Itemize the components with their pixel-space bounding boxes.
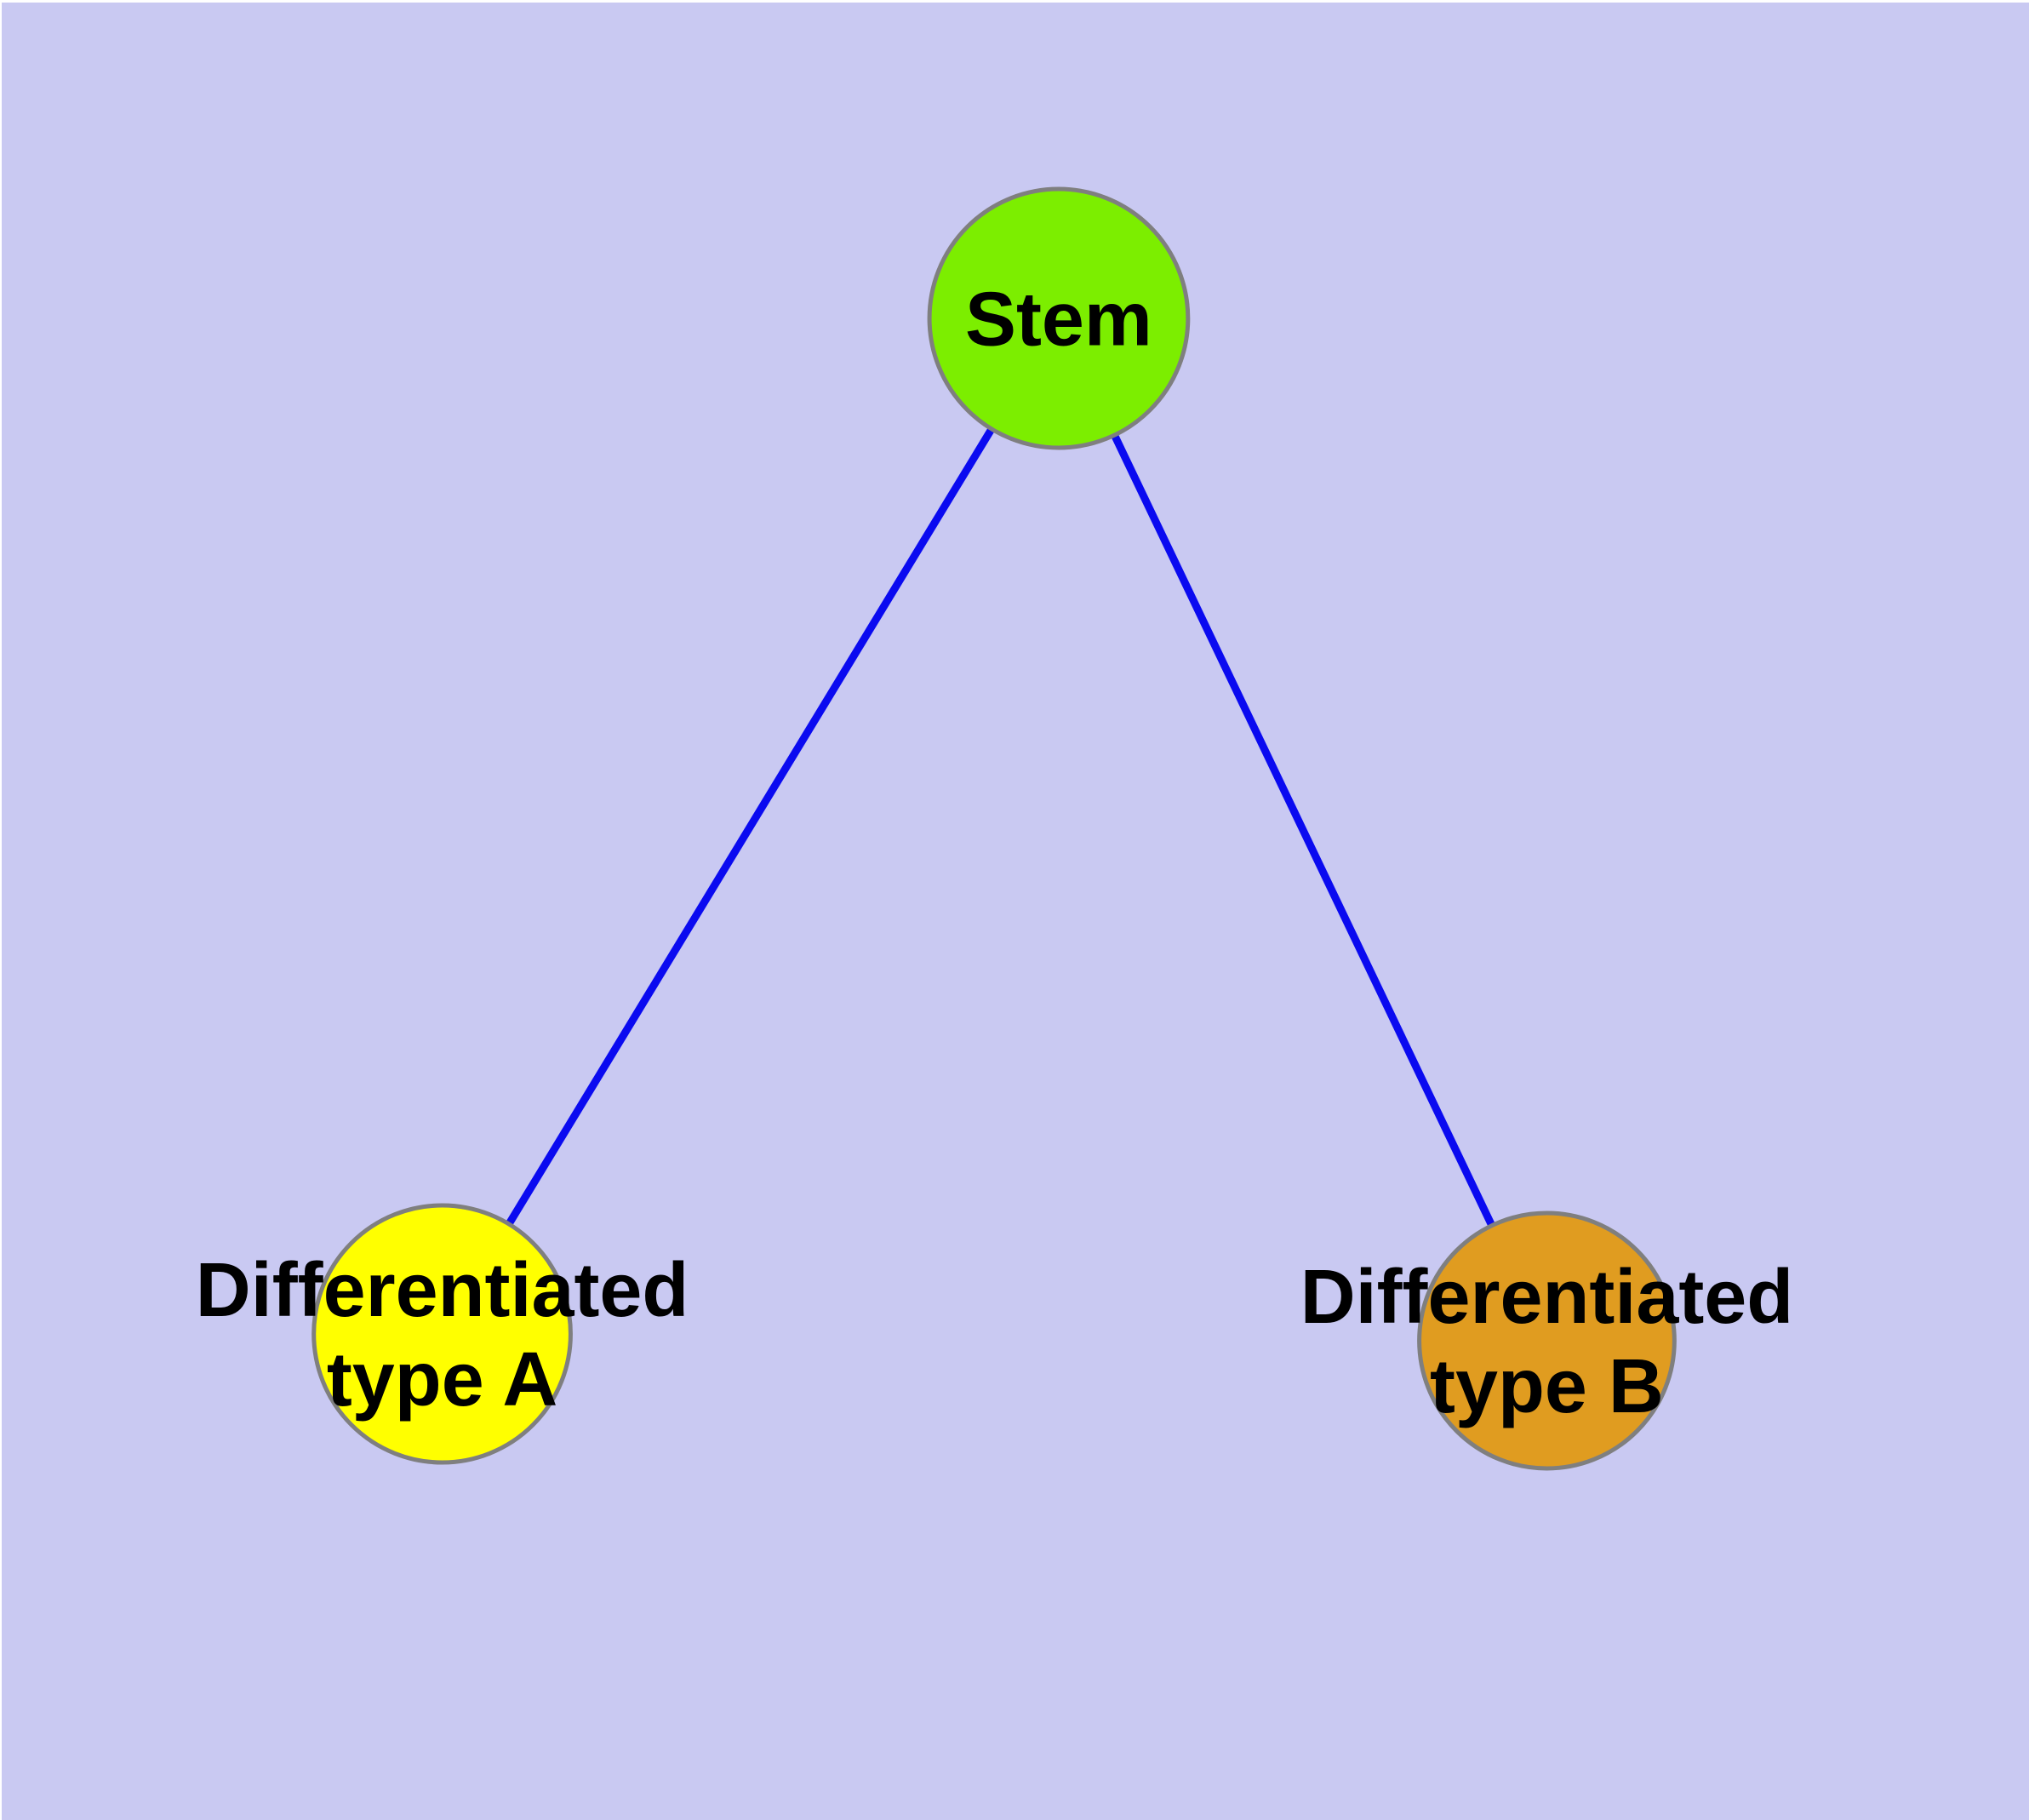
edge-stem-diff-a <box>438 316 1062 1336</box>
node-diff-b-label-line: type B <box>1430 1344 1664 1429</box>
node-diff-a-label-line: type A <box>327 1337 557 1422</box>
edges-layer <box>438 316 1551 1342</box>
node-stem-label: Stem <box>965 277 1152 362</box>
edge-stem-diff-b <box>1055 317 1551 1342</box>
node-stem-circle <box>927 186 1191 450</box>
nodes-layer <box>311 186 1677 1471</box>
node-diff-b-label-line: Differentiated <box>1300 1255 1794 1340</box>
node-diff-b-circle <box>1417 1210 1677 1471</box>
node-diff-a-circle <box>311 1203 573 1465</box>
node-stem-label-line: Stem <box>965 277 1152 362</box>
node-diff-a-label-line: Differentiated <box>196 1248 689 1333</box>
